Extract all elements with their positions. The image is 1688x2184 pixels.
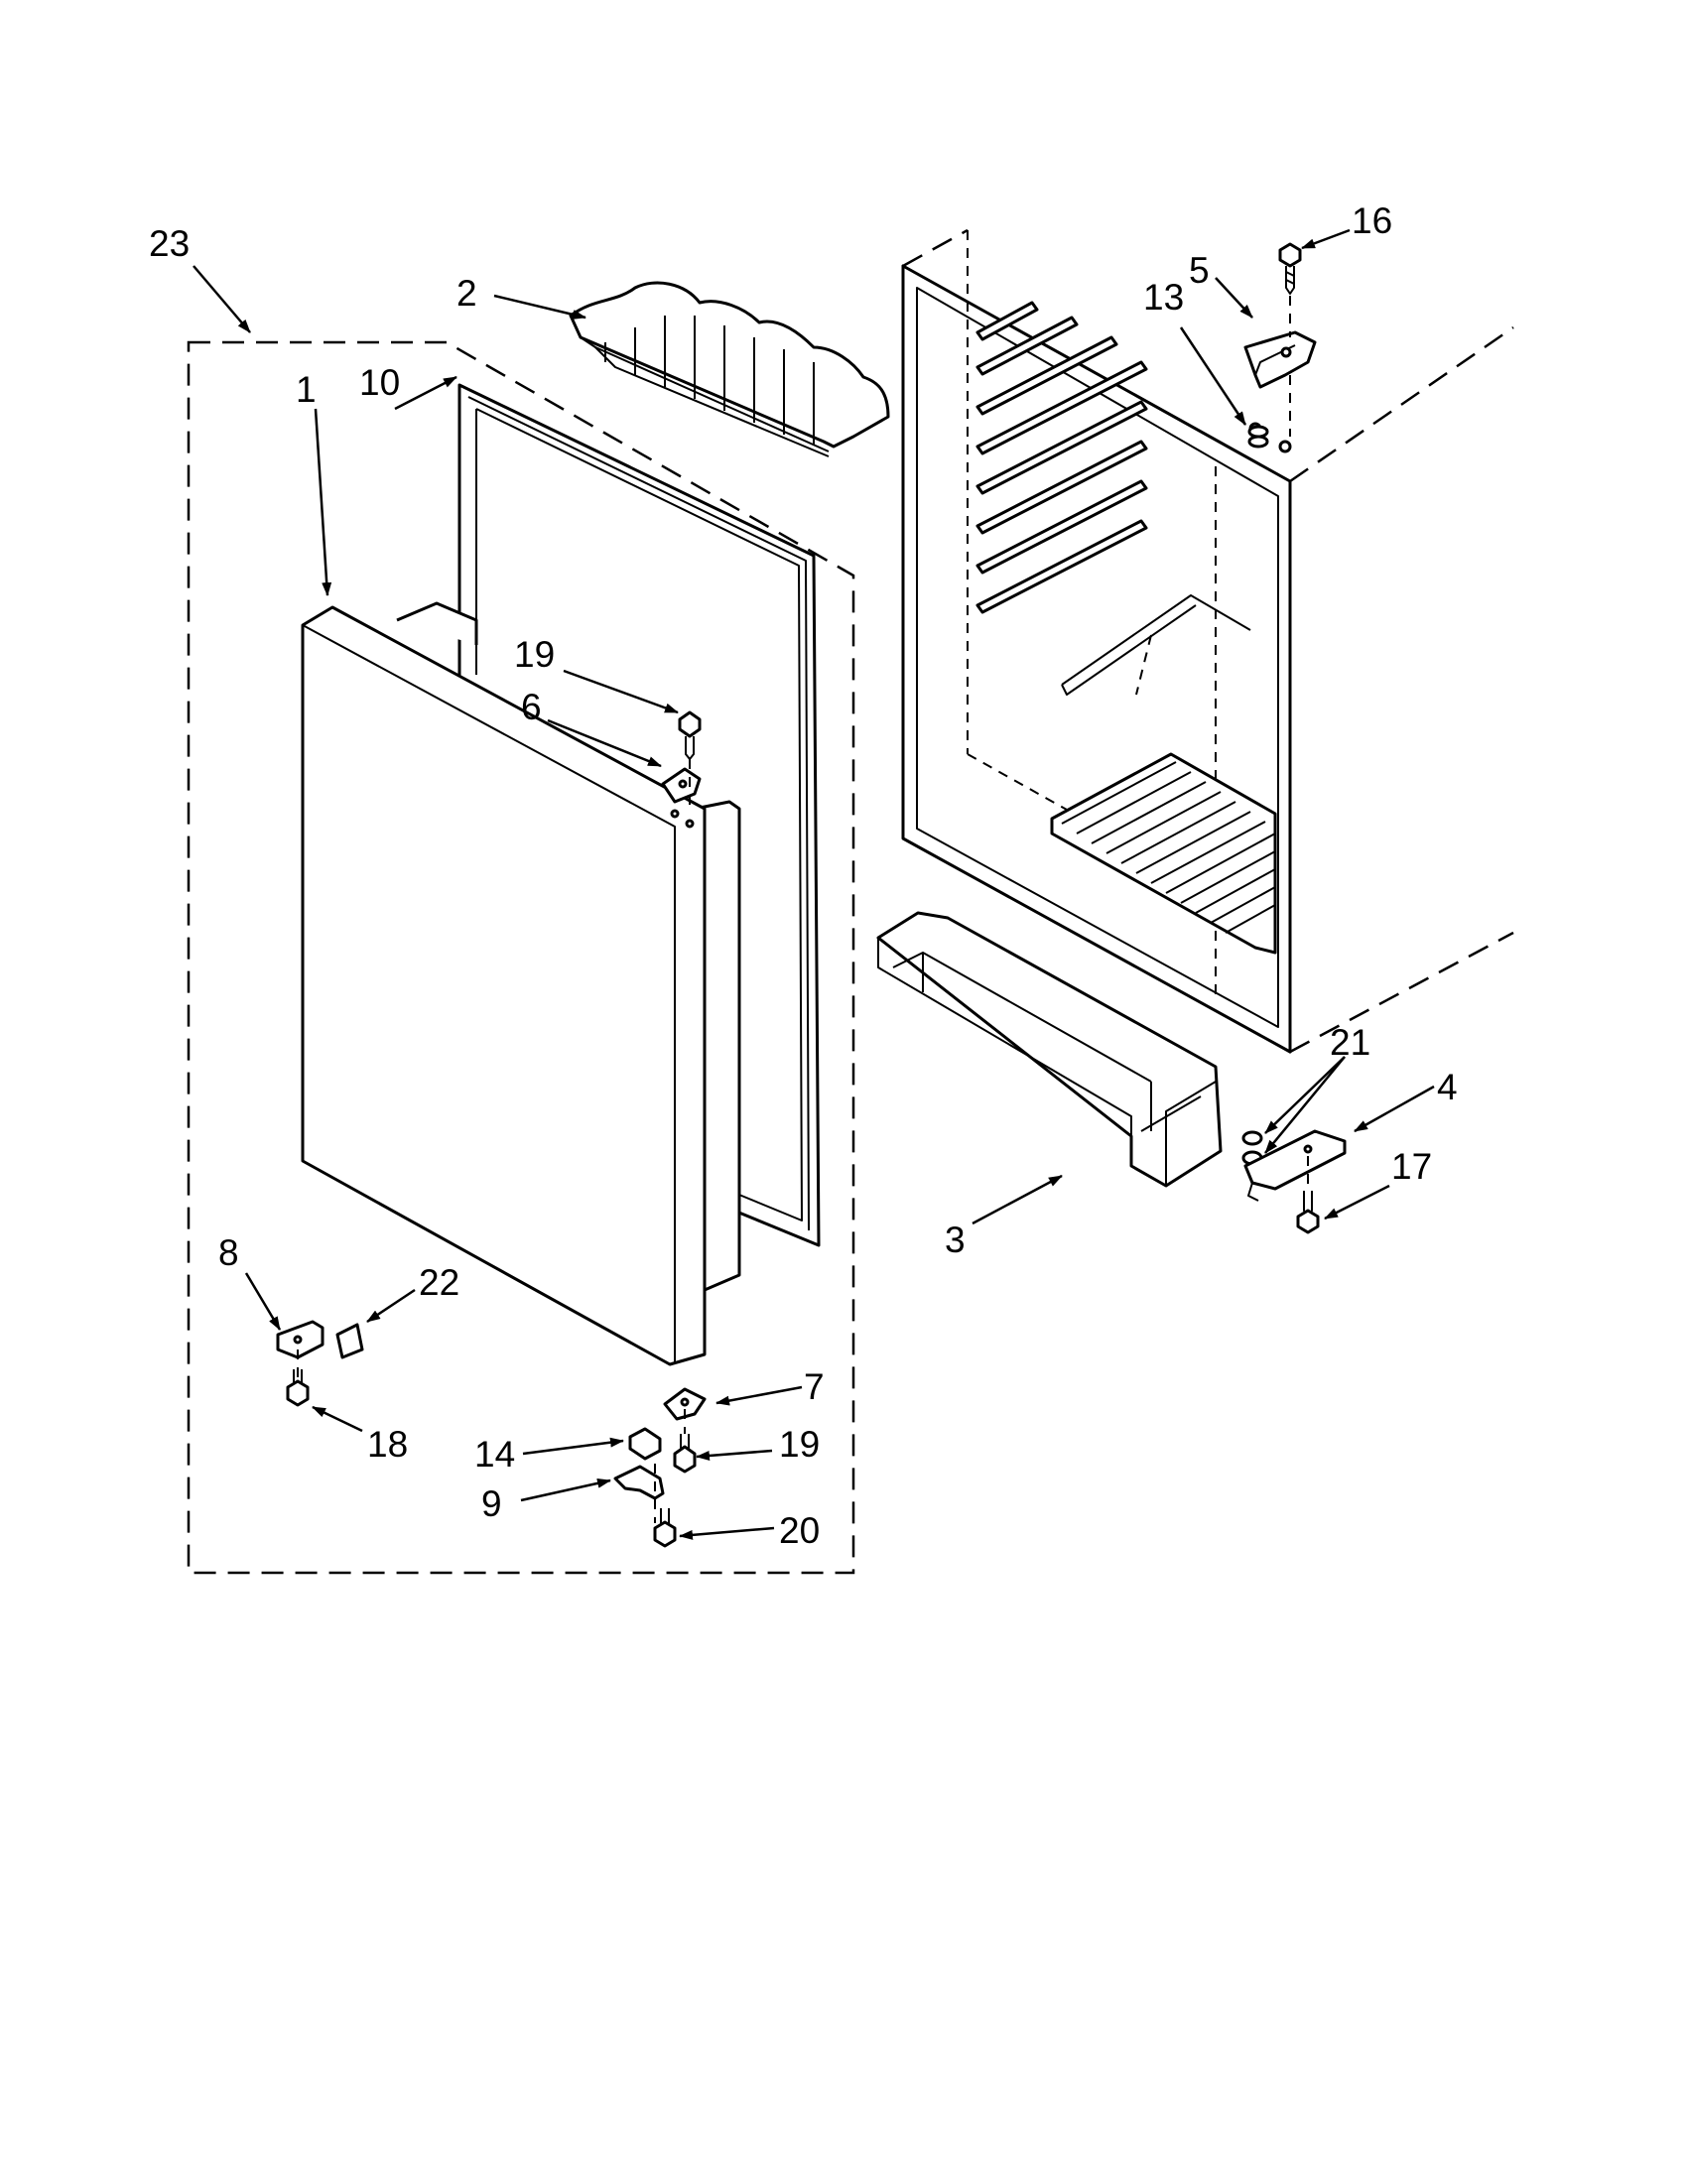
part-19-lower-screw — [673, 1434, 697, 1474]
part-20-screw — [653, 1508, 677, 1548]
door-assembly-boundary — [187, 340, 855, 1575]
part-17-screw — [1296, 1191, 1320, 1234]
callout-16: 16 — [1352, 200, 1392, 241]
callout-4: 4 — [1437, 1067, 1458, 1107]
callout-7: 7 — [804, 1366, 825, 1407]
callout-19-upper: 19 — [514, 634, 555, 675]
callout-10: 10 — [359, 362, 400, 403]
callout-21: 21 — [1330, 1022, 1370, 1063]
callout-1: 1 — [296, 369, 317, 410]
callout-13: 13 — [1143, 277, 1184, 318]
part-9-bottom-bracket — [613, 1464, 665, 1523]
part-19-upper-screw — [678, 710, 702, 760]
callout-17: 17 — [1391, 1146, 1432, 1187]
part-2-ice-tray — [569, 281, 890, 457]
callout-18: 18 — [367, 1424, 408, 1465]
part-4-bottom-hinge — [1243, 1129, 1347, 1202]
part-5-top-hinge — [1243, 296, 1317, 437]
part-21-washers — [1241, 1130, 1263, 1166]
callout-20: 20 — [779, 1510, 820, 1551]
callout-2: 2 — [456, 273, 477, 314]
part-6-upper-door-hinge — [661, 759, 702, 809]
cabinet-vents — [975, 301, 1148, 614]
callout-22: 22 — [419, 1262, 459, 1303]
callout-8: 8 — [218, 1232, 239, 1273]
part-13-bushing — [1247, 425, 1269, 449]
cabinet-floor-grille — [1050, 752, 1277, 955]
part-16-screw — [1278, 242, 1302, 295]
callout-labels: 23 2 1 10 16 5 13 19 6 21 4 17 3 8 22 7 … — [149, 200, 1458, 1551]
part-3-door-bin — [876, 911, 1223, 1188]
callout-5: 5 — [1189, 250, 1210, 291]
callout-19-lower: 19 — [779, 1424, 820, 1465]
callout-9: 9 — [481, 1483, 502, 1524]
part-22-hinge-cover — [335, 1323, 364, 1359]
callout-6: 6 — [521, 687, 542, 727]
leader-arrows — [193, 228, 1435, 1540]
part-14-spacer — [628, 1427, 662, 1461]
part-1-door — [301, 601, 741, 1366]
cabinet — [901, 228, 1514, 1054]
part-7-lower-door-hinge — [663, 1387, 707, 1434]
callout-3: 3 — [945, 1220, 966, 1260]
callout-23: 23 — [149, 223, 190, 264]
part-8-bracket — [276, 1320, 325, 1384]
callout-14: 14 — [474, 1434, 515, 1475]
part-18-screw — [286, 1369, 310, 1407]
